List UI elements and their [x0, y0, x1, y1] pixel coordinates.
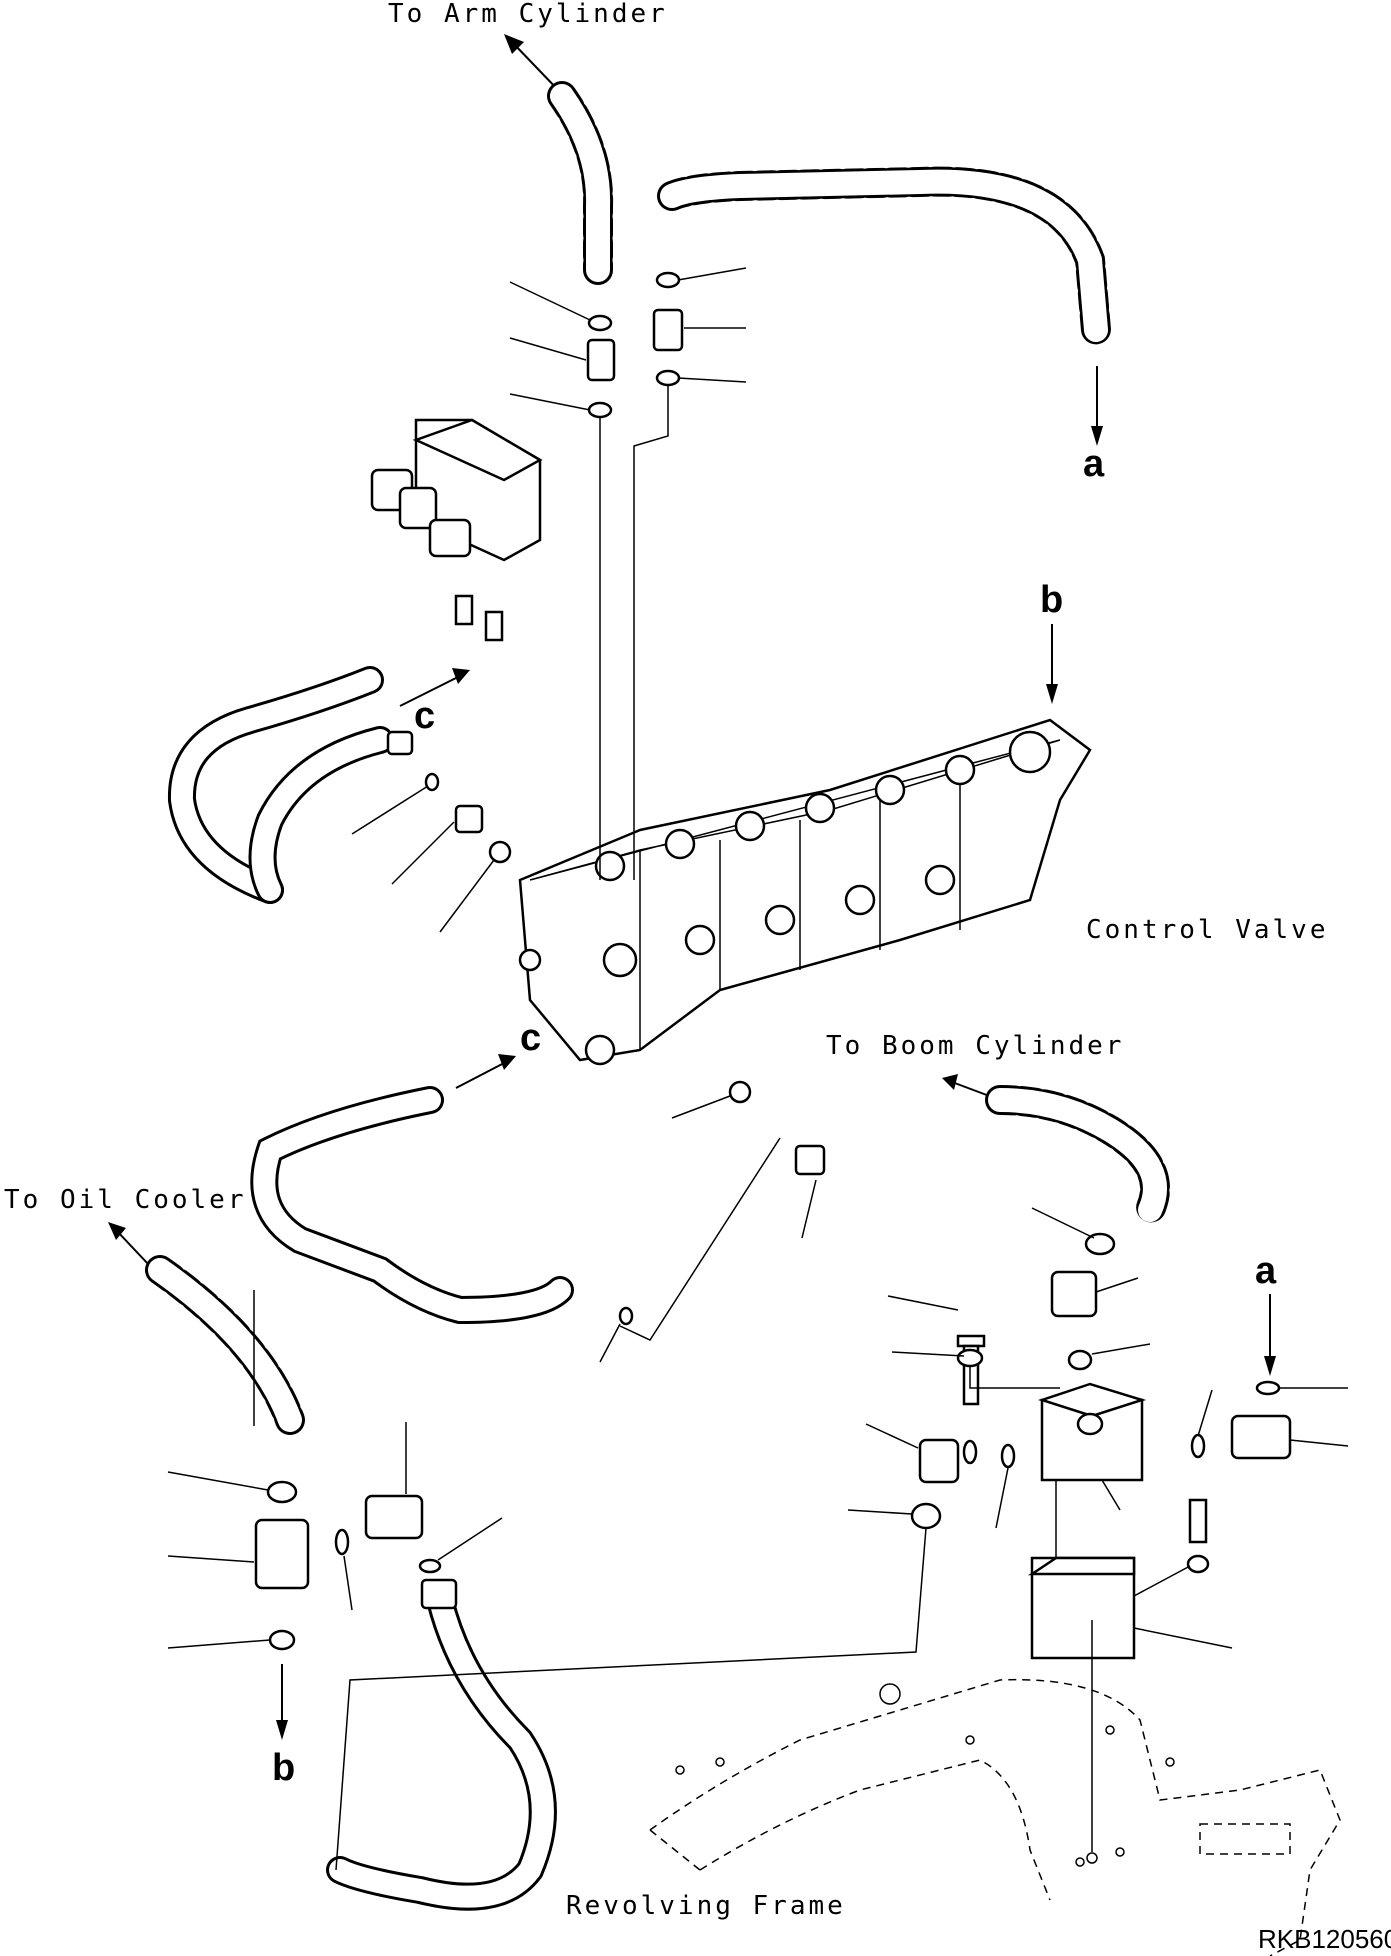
- hose-top-right: [657, 166, 1111, 345]
- hose-c-lower: [250, 1086, 574, 1325]
- hose-to-arm-cylinder: [547, 81, 614, 285]
- label-to-arm-cylinder: To Arm Cylinder: [388, 0, 668, 29]
- arrow-c-lower: [455, 1054, 516, 1089]
- control-valve: [518, 718, 1092, 1066]
- label-control-valve: Control Valve: [1086, 915, 1329, 945]
- label-to-boom-cylinder: To Boom Cylinder: [826, 1031, 1124, 1061]
- fittings-below-valve: [599, 1080, 826, 1363]
- revolving-frame-outline: [649, 1678, 1341, 1956]
- right-block-assembly: [335, 1207, 1349, 1871]
- ref-mark-c-upper: c: [414, 695, 435, 737]
- label-revolving-frame: Revolving Frame: [566, 1891, 846, 1921]
- arrow-to-b-bottom: [276, 1664, 288, 1740]
- fittings-oil-cooler: [167, 1290, 503, 1651]
- arrow-to-arm-cylinder: [504, 34, 561, 93]
- hose-revolving-frame: [326, 1586, 557, 1911]
- ref-mark-b-top: b: [1040, 579, 1063, 621]
- arrow-c-upper: [399, 668, 470, 707]
- ref-mark-a-top: a: [1083, 443, 1105, 485]
- ref-mark-a-right: a: [1255, 1250, 1277, 1292]
- hose-c-upper: [167, 666, 384, 904]
- arrow-to-a-top: [1091, 366, 1103, 446]
- hose-c-upper-return: [248, 726, 394, 904]
- arrow-to-oil-cooler: [108, 1222, 151, 1267]
- ref-mark-b-bottom: b: [272, 1747, 295, 1789]
- ref-mark-c-lower: c: [520, 1017, 541, 1059]
- arrow-to-b-top: [1046, 624, 1058, 704]
- fittings-top-right: [633, 267, 747, 880]
- drawing-id: RKB120560: [1258, 1924, 1391, 1954]
- hose-to-oil-cooler: [145, 1255, 305, 1435]
- fittings-top-left: [509, 281, 616, 880]
- label-to-oil-cooler: To Oil Cooler: [4, 1185, 247, 1215]
- manifold-block: [370, 418, 543, 642]
- fittings-c-upper: [351, 730, 512, 933]
- arrow-to-a-right: [1264, 1294, 1276, 1376]
- hose-to-boom-cylinder: [985, 1085, 1170, 1225]
